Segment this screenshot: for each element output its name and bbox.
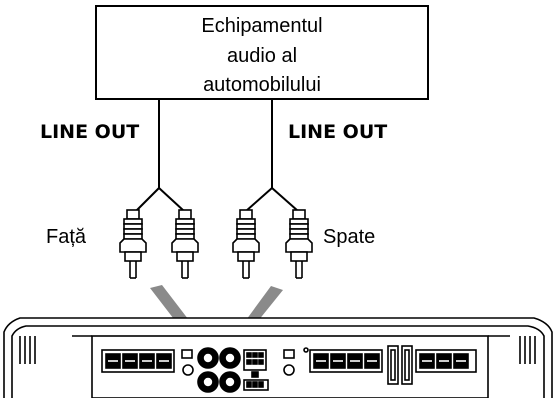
box-label-line-2: audio al bbox=[227, 45, 297, 67]
front-channel-label: Față bbox=[46, 226, 87, 248]
line-out-label-right: LINE OUT bbox=[288, 121, 387, 143]
box-label-line-1: Echipamentul bbox=[201, 15, 322, 37]
rca-plug-icon bbox=[285, 209, 313, 279]
rca-plug-icon bbox=[171, 209, 199, 279]
car-audio-unit-box: Echipamentul audio al automobilului bbox=[95, 5, 429, 100]
line-out-label-left: LINE OUT bbox=[40, 121, 139, 143]
box-label-line-3: automobilului bbox=[203, 74, 321, 96]
right-cable bbox=[245, 99, 299, 212]
amplifier-icon bbox=[3, 317, 553, 398]
rear-channel-label: Spate bbox=[323, 226, 375, 248]
rca-plug-icon bbox=[232, 209, 260, 279]
left-cable bbox=[135, 99, 185, 212]
rca-plug-icon bbox=[119, 209, 147, 279]
